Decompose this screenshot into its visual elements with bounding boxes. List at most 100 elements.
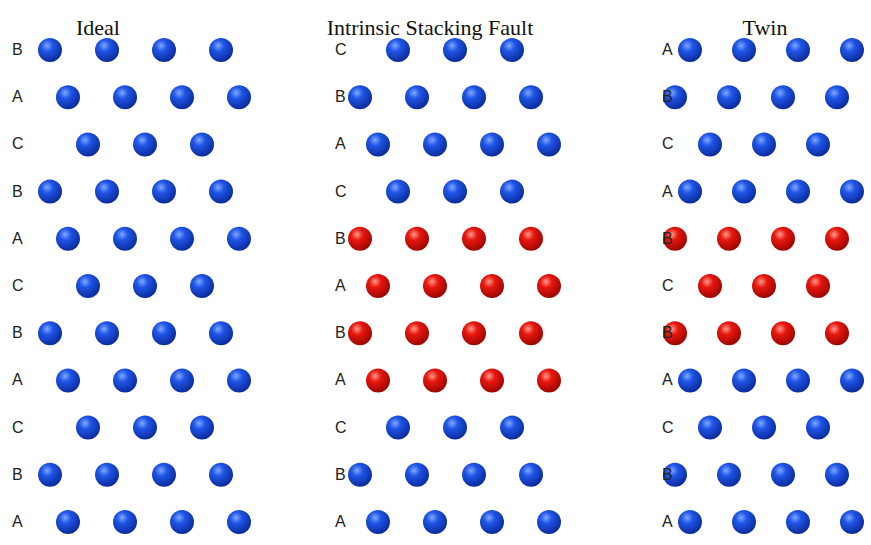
atom-sphere: [732, 180, 756, 204]
atom-sphere: [806, 132, 830, 156]
atom-sphere: [825, 321, 849, 345]
atom-sphere: [443, 38, 467, 62]
atom-sphere: [423, 368, 447, 392]
atom-sphere: [56, 368, 80, 392]
column-heading: Twin: [743, 15, 788, 41]
layer-letter: C: [662, 134, 674, 154]
atom-sphere: [227, 227, 251, 251]
atom-sphere: [732, 38, 756, 62]
atom-sphere: [227, 85, 251, 109]
atom-sphere: [500, 416, 524, 440]
atom-sphere: [480, 132, 504, 156]
atom-sphere: [190, 132, 214, 156]
layer-letter: B: [12, 465, 23, 485]
layer-letter: B: [335, 87, 346, 107]
atom-sphere: [366, 510, 390, 534]
atom-sphere: [825, 85, 849, 109]
atom-sphere: [113, 85, 137, 109]
layer-letter: B: [12, 323, 23, 343]
layer-letter: C: [662, 418, 674, 438]
layer-letter: B: [12, 40, 23, 60]
atom-sphere: [500, 180, 524, 204]
atom-sphere: [170, 85, 194, 109]
layer-letter: A: [662, 512, 673, 532]
atom-sphere: [386, 416, 410, 440]
atom-sphere: [113, 227, 137, 251]
atom-sphere: [462, 85, 486, 109]
atom-sphere: [443, 180, 467, 204]
atom-sphere: [786, 368, 810, 392]
atom-sphere: [76, 274, 100, 298]
atom-sphere: [698, 416, 722, 440]
layer-letter: C: [12, 276, 24, 296]
atom-sphere: [170, 368, 194, 392]
atom-sphere: [405, 85, 429, 109]
atom-sphere: [537, 132, 561, 156]
atom-sphere: [717, 227, 741, 251]
atom-sphere: [663, 463, 687, 487]
atom-sphere: [500, 38, 524, 62]
atom-sphere: [462, 227, 486, 251]
atom-sphere: [170, 510, 194, 534]
layer-letter: C: [335, 418, 347, 438]
layer-letter: A: [335, 134, 346, 154]
atom-sphere: [133, 274, 157, 298]
layer-letter: A: [335, 276, 346, 296]
layer-letter: B: [662, 465, 673, 485]
atom-sphere: [752, 132, 776, 156]
atom-sphere: [190, 416, 214, 440]
layer-letter: A: [12, 229, 23, 249]
atom-sphere: [56, 85, 80, 109]
atom-sphere: [38, 463, 62, 487]
atom-sphere: [752, 274, 776, 298]
atom-sphere: [95, 463, 119, 487]
layer-letter: B: [662, 87, 673, 107]
layer-letter: B: [335, 323, 346, 343]
layer-letter: A: [12, 87, 23, 107]
atom-sphere: [76, 132, 100, 156]
layer-letter: C: [12, 134, 24, 154]
atom-sphere: [113, 368, 137, 392]
atom-sphere: [366, 368, 390, 392]
atom-sphere: [170, 227, 194, 251]
atom-sphere: [825, 463, 849, 487]
atom-sphere: [209, 38, 233, 62]
atom-sphere: [717, 463, 741, 487]
atom-sphere: [348, 227, 372, 251]
layer-letter: C: [662, 276, 674, 296]
layer-letter: C: [335, 182, 347, 202]
layer-letter: A: [12, 370, 23, 390]
atom-sphere: [786, 510, 810, 534]
atom-sphere: [825, 227, 849, 251]
layer-letter: A: [335, 370, 346, 390]
atom-sphere: [771, 321, 795, 345]
atom-sphere: [95, 38, 119, 62]
atom-sphere: [38, 180, 62, 204]
atom-sphere: [840, 180, 864, 204]
layer-letter: B: [12, 182, 23, 202]
atom-sphere: [133, 416, 157, 440]
atom-sphere: [698, 274, 722, 298]
atom-sphere: [462, 321, 486, 345]
atom-sphere: [678, 180, 702, 204]
atom-sphere: [348, 85, 372, 109]
atom-sphere: [537, 510, 561, 534]
atom-sphere: [752, 416, 776, 440]
atom-sphere: [678, 510, 702, 534]
atom-sphere: [423, 274, 447, 298]
atom-sphere: [366, 274, 390, 298]
atom-sphere: [678, 368, 702, 392]
atom-sphere: [209, 321, 233, 345]
atom-sphere: [840, 368, 864, 392]
layer-letter: B: [662, 323, 673, 343]
atom-sphere: [786, 38, 810, 62]
atom-sphere: [519, 85, 543, 109]
layer-letter: A: [662, 370, 673, 390]
atom-sphere: [76, 416, 100, 440]
atom-sphere: [443, 416, 467, 440]
atom-sphere: [423, 132, 447, 156]
atom-sphere: [663, 85, 687, 109]
atom-sphere: [405, 227, 429, 251]
atom-sphere: [519, 227, 543, 251]
